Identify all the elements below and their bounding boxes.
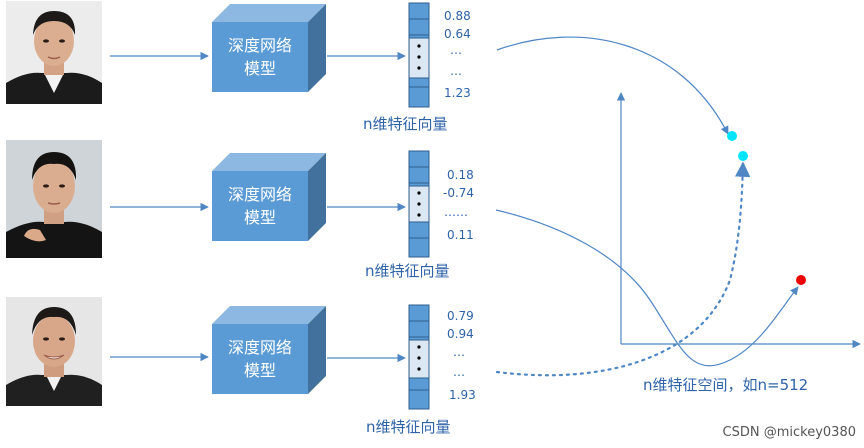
model-cube-2: 深度网络 模型 <box>212 153 326 241</box>
vector-3-value-4: … <box>453 365 465 379</box>
vector-2-value-4: 0.11 <box>447 228 474 242</box>
model-cube-3: 深度网络 模型 <box>212 306 326 394</box>
vector-3-value-2: 0.94 <box>447 327 474 341</box>
face-photo-3 <box>6 297 102 406</box>
face-photo-2 <box>6 140 102 258</box>
vector-3-value-3: … <box>453 345 465 359</box>
feature-space-caption: n维特征空间，如n=512 <box>643 376 808 394</box>
vector-caption-1: n维特征向量 <box>363 115 448 133</box>
vector-2-value-2: -0.74 <box>443 186 474 200</box>
model-label-2-line2: 模型 <box>244 208 276 227</box>
vector-caption-3: n维特征向量 <box>366 418 451 436</box>
model-label-3-line2: 模型 <box>244 361 276 380</box>
vector-caption-2: n维特征向量 <box>365 262 450 280</box>
vector-1-value-3: … <box>450 43 462 57</box>
feature-vector-1: 0.88 0.64 … … 1.23 n维特征向量 <box>363 2 471 133</box>
watermark: CSDN @mickey0380 <box>722 425 856 440</box>
vector-2-value-3: …… <box>444 205 468 219</box>
vector-3-value-5: 1.93 <box>449 388 476 402</box>
vector-1-value-4: … <box>450 64 462 78</box>
vector-1-value-2: 0.64 <box>444 27 471 41</box>
vector-1-value-1: 0.88 <box>444 9 471 23</box>
embedding-point-cyan-2 <box>738 151 748 161</box>
mapping-curve-2 <box>495 209 799 367</box>
feature-vector-3: 0.79 0.94 … … 1.93 n维特征向量 <box>366 304 476 436</box>
vector-3-value-1: 0.79 <box>447 309 474 323</box>
face-photo-1 <box>6 1 102 104</box>
mapping-curve-1 <box>496 36 729 135</box>
vector-1-value-5: 1.23 <box>444 86 471 100</box>
vector-2-value-1: 0.18 <box>447 168 474 182</box>
model-label-3-line1: 深度网络 <box>228 338 292 357</box>
model-label-2-line1: 深度网络 <box>228 185 292 204</box>
model-label-1-line1: 深度网络 <box>228 36 292 55</box>
model-cube-1: 深度网络 模型 <box>212 4 326 92</box>
model-label-1-line2: 模型 <box>244 59 276 78</box>
embedding-point-cyan-1 <box>727 131 737 141</box>
feature-vector-2: 0.18 -0.74 …… 0.11 n维特征向量 <box>365 150 474 280</box>
embedding-point-red <box>796 275 806 285</box>
